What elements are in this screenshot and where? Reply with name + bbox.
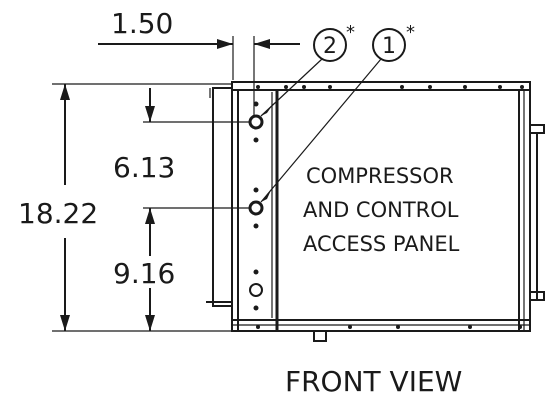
- service-connection-upper: [248, 101, 264, 143]
- svg-text:*: *: [346, 22, 355, 43]
- service-connection-knockout: [249, 269, 263, 311]
- svg-text:2: 2: [323, 34, 337, 59]
- bottom-rail-holes: [256, 325, 522, 329]
- top-rail-holes: [256, 85, 524, 89]
- panel-label-line-2: AND CONTROL: [303, 198, 459, 222]
- dimension-lower-spacing: 9.16: [113, 208, 175, 331]
- access-panel-label: COMPRESSOR AND CONTROL ACCESS PANEL: [303, 164, 460, 256]
- dimension-overall-height: 18.22: [18, 83, 232, 332]
- unit-body: [206, 81, 545, 342]
- dimension-hole-offset: 1.50: [98, 7, 300, 115]
- balloon-1: 1 *: [260, 22, 415, 203]
- dimension-label-hole-offset: 1.50: [111, 7, 173, 40]
- dimension-upper-spacing: 6.13: [113, 88, 250, 209]
- dimension-label-lower-spacing: 9.16: [113, 257, 175, 290]
- service-connection-lower: [248, 187, 264, 229]
- view-title: FRONT VIEW: [285, 365, 462, 398]
- panel-label-line-3: ACCESS PANEL: [303, 232, 460, 256]
- svg-text:1: 1: [382, 34, 396, 59]
- dimension-label-overall-height: 18.22: [18, 197, 98, 230]
- svg-text:*: *: [406, 22, 415, 43]
- dimension-label-upper-spacing: 6.13: [113, 151, 175, 184]
- panel-label-line-1: COMPRESSOR: [306, 164, 454, 188]
- balloon-2: 2 *: [260, 22, 355, 117]
